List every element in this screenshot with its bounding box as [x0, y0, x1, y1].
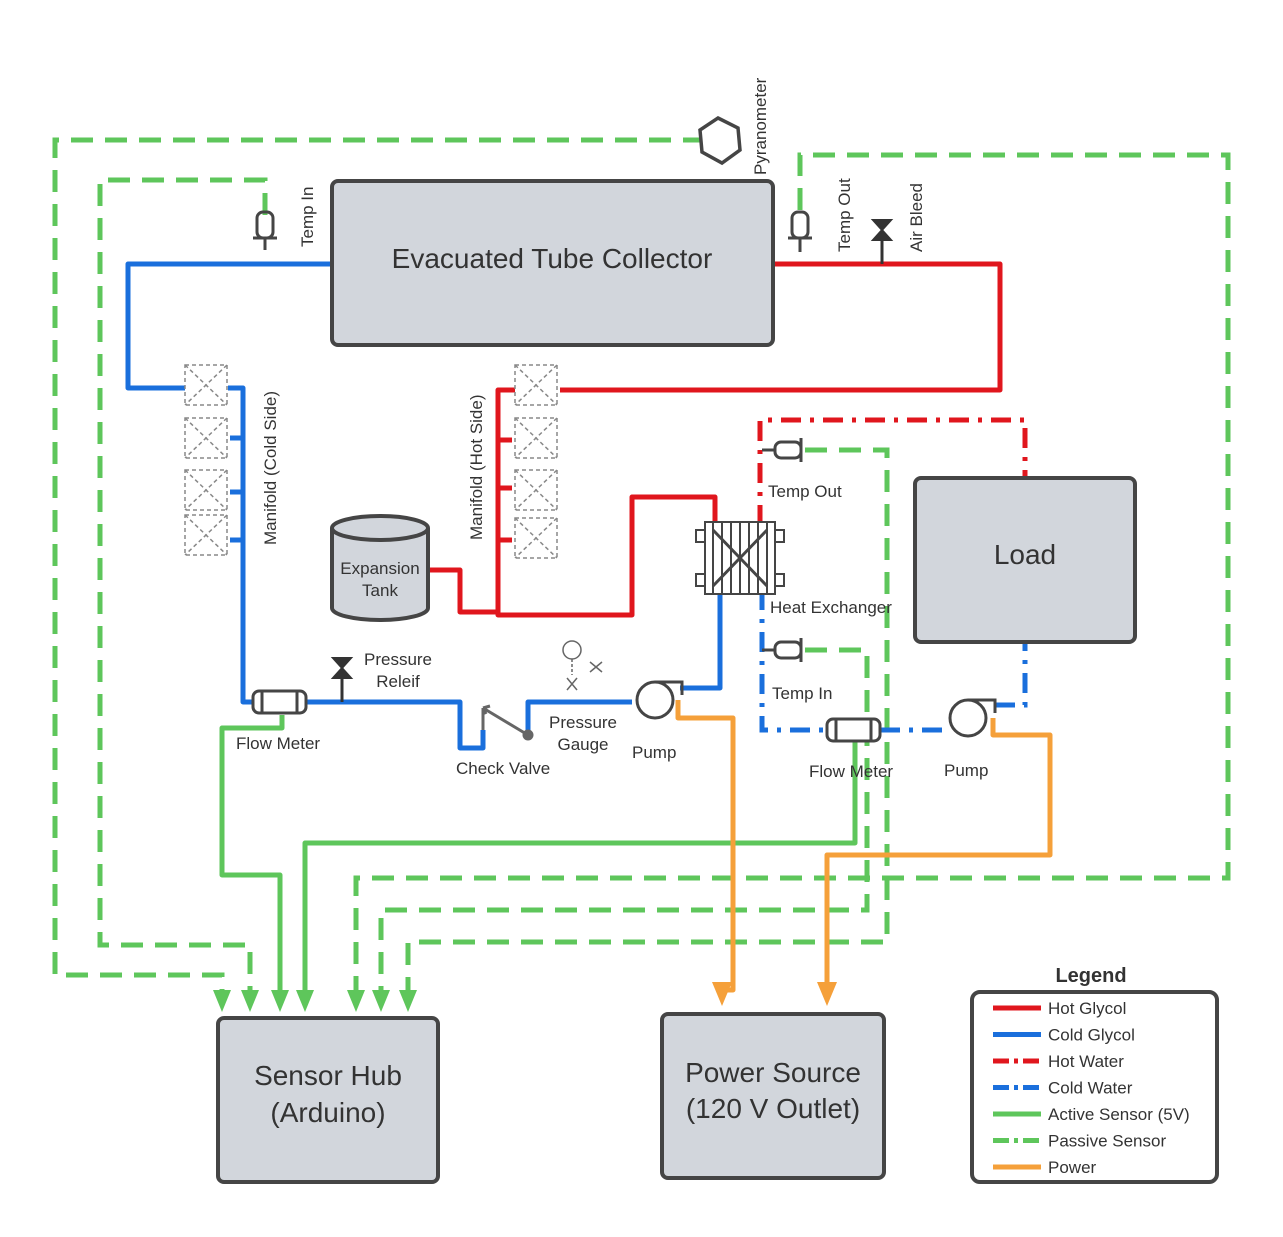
collector-outlet-pipe	[560, 261, 1003, 393]
flow-meter-left-icon	[251, 689, 308, 715]
expansion-tank-label-2: Tank	[362, 581, 398, 600]
load-box: Load	[913, 476, 1137, 644]
sensor-hub-arrows	[213, 990, 417, 1012]
pressure-relief-valve-icon	[330, 657, 354, 702]
legend-label: Power	[1048, 1158, 1097, 1177]
expansion-tank-pipe	[430, 567, 498, 615]
collector-title: Evacuated Tube Collector	[392, 243, 713, 274]
temp-sensor-icon	[253, 210, 277, 250]
legend-title: Legend	[1055, 965, 1126, 987]
temp-in-hx-label: Temp In	[772, 684, 832, 703]
passive-sensor-lines	[52, 137, 1231, 990]
legend-item: Cold Water	[993, 1079, 1133, 1098]
legend-label: Cold Water	[1048, 1079, 1133, 1098]
hot-glycol-lines	[430, 261, 1003, 618]
pressure-relief-label: Pressure	[364, 650, 432, 669]
pyranometer-label: Pyranometer	[751, 77, 770, 175]
manifold-hot-icon	[514, 364, 558, 559]
sensor-hub-subtitle: (Arduino)	[270, 1097, 385, 1128]
hot-water-lines	[757, 417, 1028, 525]
flow-meter-left-wire	[219, 715, 285, 990]
air-bleed-label: Air Bleed	[907, 183, 926, 252]
legend-label: Hot Water	[1048, 1052, 1124, 1071]
legend-label: Cold Glycol	[1048, 1026, 1135, 1045]
pump-right-icon	[948, 698, 997, 738]
temp-out-hx-label: Temp Out	[768, 482, 842, 501]
collector-box: Evacuated Tube Collector	[330, 179, 775, 347]
collector-temp-out-wire	[353, 152, 1231, 990]
temp-in-collector-label: Temp In	[298, 187, 317, 247]
manifold-cold-label: Manifold (Cold Side)	[261, 391, 280, 545]
legend-item: Hot Water	[993, 1052, 1124, 1071]
manifold-hot-label: Manifold (Hot Side)	[467, 394, 486, 540]
power-source-title: Power Source	[685, 1057, 861, 1088]
check-valve-label: Check Valve	[456, 759, 550, 778]
pressure-gauge-icon	[562, 640, 603, 691]
hx-temp-in-wire	[378, 647, 870, 990]
legend-item: Hot Glycol	[993, 999, 1126, 1018]
active-sensor-lines	[219, 715, 858, 990]
pyranometer-icon	[698, 115, 742, 166]
cold-glycol-lines	[125, 261, 723, 751]
heat-exchanger-label: Heat Exchanger	[770, 598, 892, 617]
collector-temp-in-wire	[97, 177, 268, 990]
pressure-gauge-label: Pressure	[549, 713, 617, 732]
flow-meter-right-icon	[825, 717, 882, 743]
cold-return-pipe	[306, 699, 486, 751]
legend-label: Hot Glycol	[1048, 999, 1126, 1018]
legend-item: Power	[993, 1158, 1097, 1177]
pump-left-label: Pump	[632, 743, 676, 762]
legend-item: Cold Glycol	[993, 1026, 1135, 1045]
pump-left-to-hx	[680, 590, 723, 691]
temp-sensor-icon	[788, 210, 812, 252]
check-valve-icon	[481, 704, 534, 741]
power-arrows	[712, 982, 837, 1006]
power-source-box: Power Source (120 V Outlet)	[660, 1012, 886, 1180]
temp-sensor-icon	[762, 438, 803, 462]
pressure-gauge-label-2: Gauge	[557, 735, 608, 754]
legend-label: Active Sensor (5V)	[1048, 1105, 1190, 1124]
sensor-hub-title: Sensor Hub	[254, 1060, 402, 1091]
legend-label: Passive Sensor	[1048, 1132, 1166, 1151]
temp-out-collector-label: Temp Out	[835, 178, 854, 252]
check-valve-outlet	[525, 699, 632, 730]
expansion-tank: Expansion Tank	[330, 514, 430, 622]
temp-sensor-icon	[762, 638, 803, 662]
pump-right-label: Pump	[944, 761, 988, 780]
power-source-subtitle: (120 V Outlet)	[686, 1093, 860, 1124]
flow-meter-right-label: Flow Meter	[809, 762, 893, 781]
load-title: Load	[994, 539, 1056, 570]
heat-exchanger-icon	[695, 521, 785, 595]
hx-temp-out-wire	[405, 447, 890, 990]
collector-inlet-pipe	[125, 261, 332, 391]
sensor-hub-box: Sensor Hub (Arduino)	[216, 1016, 440, 1184]
power-lines	[675, 700, 1053, 993]
legend-item: Passive Sensor	[993, 1132, 1166, 1151]
pressure-relief-label-2: Releif	[376, 672, 420, 691]
cold-manifold-riser	[228, 385, 255, 705]
pump-right-power	[824, 718, 1053, 985]
air-bleed-valve-icon	[870, 219, 894, 264]
hot-manifold-riser	[495, 387, 718, 618]
cold-water-lines	[759, 590, 1028, 733]
pump-left-icon	[635, 680, 684, 720]
manifold-cold-icon	[184, 364, 228, 556]
legend-item: Active Sensor (5V)	[993, 1105, 1190, 1124]
flow-meter-left-label: Flow Meter	[236, 734, 320, 753]
expansion-tank-label: Expansion	[340, 559, 419, 578]
flow-meter-right-wire	[302, 738, 858, 990]
